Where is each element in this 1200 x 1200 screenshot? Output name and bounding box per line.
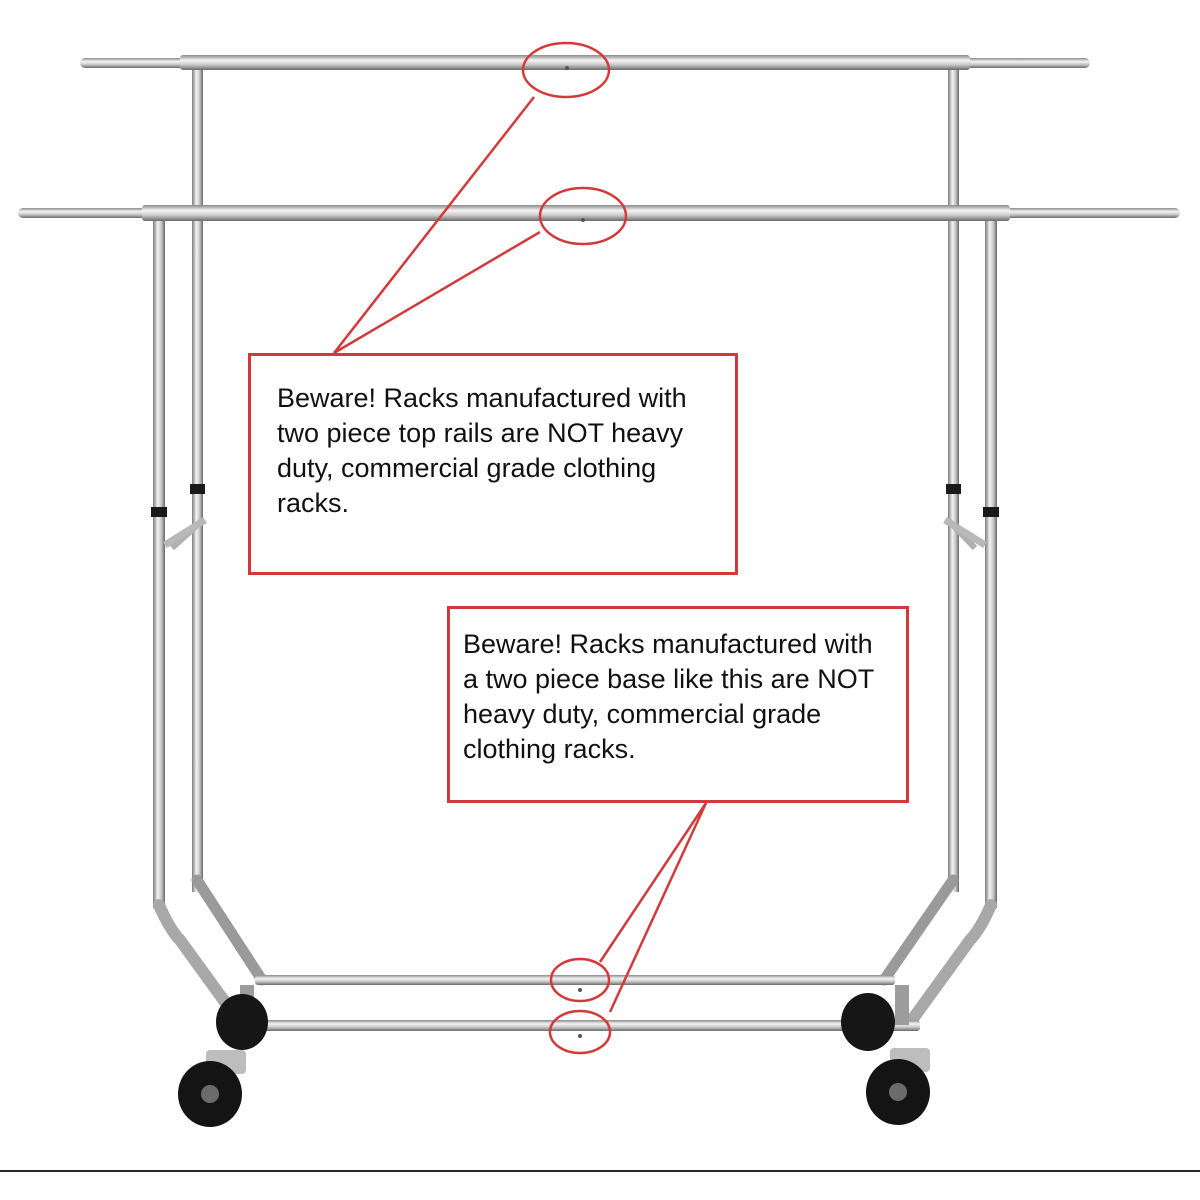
back-top-rail xyxy=(80,55,1090,70)
caster-wheel-icon xyxy=(178,993,930,1127)
front-frame xyxy=(151,218,999,1026)
annotation-marks xyxy=(333,41,708,1055)
callout-top-rails-text: Beware! Racks manufactured with two piec… xyxy=(277,383,687,518)
callout-top-rails: Beware! Racks manufactured with two piec… xyxy=(248,353,738,575)
front-top-rail xyxy=(18,205,1180,222)
callout-base-text: Beware! Racks manufactured with a two pi… xyxy=(463,629,874,764)
bottom-divider xyxy=(0,1170,1200,1172)
callout-base: Beware! Racks manufactured with a two pi… xyxy=(447,606,909,803)
base-rails xyxy=(228,975,920,1038)
